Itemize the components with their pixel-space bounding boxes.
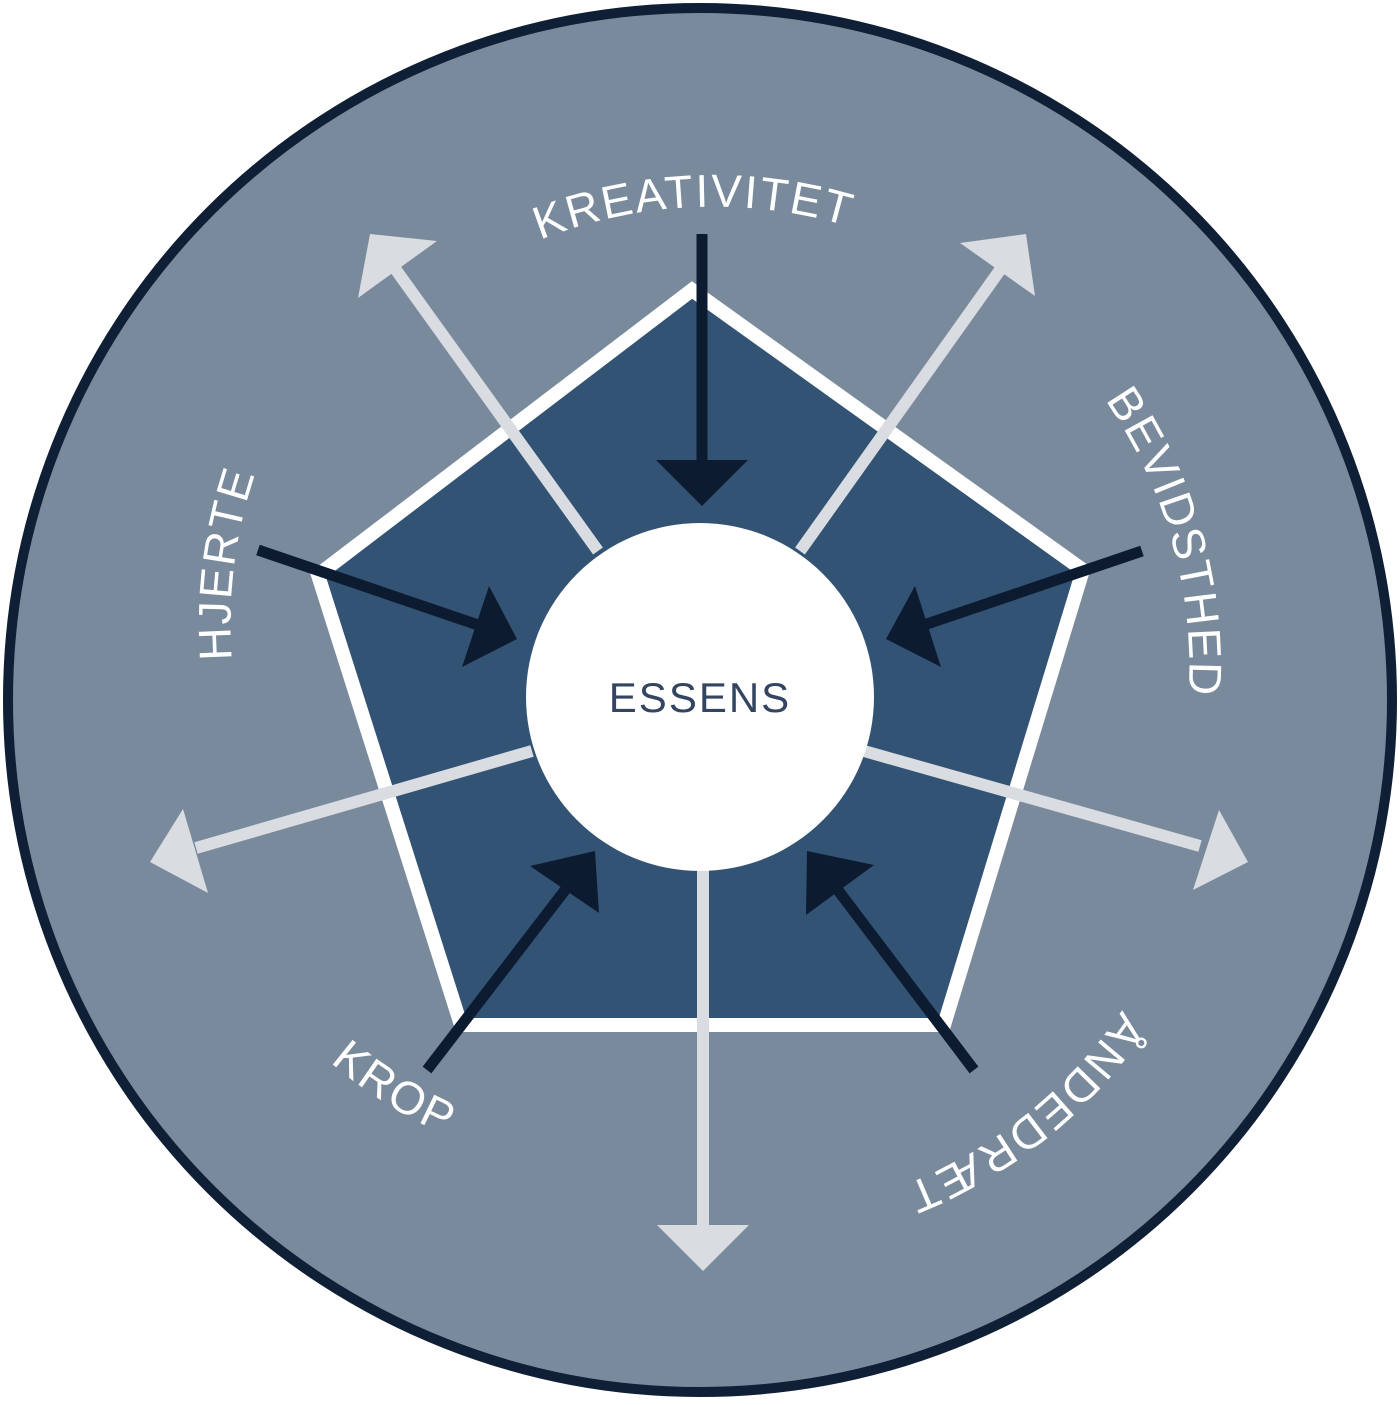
inward-arrow-head-top xyxy=(656,460,748,506)
outward-arrows xyxy=(150,234,1248,1271)
outward-arrow-head-right xyxy=(1193,810,1248,890)
inward-arrow-head-bottom-right xyxy=(806,851,874,915)
inward-arrows xyxy=(256,234,1144,1074)
inward-arrow-shaft-bottom-right xyxy=(826,877,979,1074)
inward-arrow-shaft-right xyxy=(916,545,1144,633)
outward-arrow-head-bottom xyxy=(657,1225,749,1271)
inward-arrow-head-left xyxy=(462,586,517,667)
outward-arrow-shaft-left xyxy=(194,745,534,854)
outward-arrow-shaft-right xyxy=(862,745,1202,852)
outward-arrow-shaft-upper-right xyxy=(795,266,1005,555)
center-label: ESSENS xyxy=(609,674,791,721)
inward-arrow-shaft-left xyxy=(256,544,486,633)
inward-arrow-shaft-bottom-left xyxy=(422,877,577,1074)
outward-arrow-head-upper-left xyxy=(358,234,437,298)
center-circle xyxy=(526,523,874,871)
inward-arrow-head-bottom-left xyxy=(530,851,599,913)
outward-arrow-head-left xyxy=(150,809,208,893)
outward-arrow-head-upper-right xyxy=(960,234,1035,296)
inward-arrow-head-right xyxy=(886,586,941,667)
outward-arrow-shaft-upper-left xyxy=(391,266,603,555)
